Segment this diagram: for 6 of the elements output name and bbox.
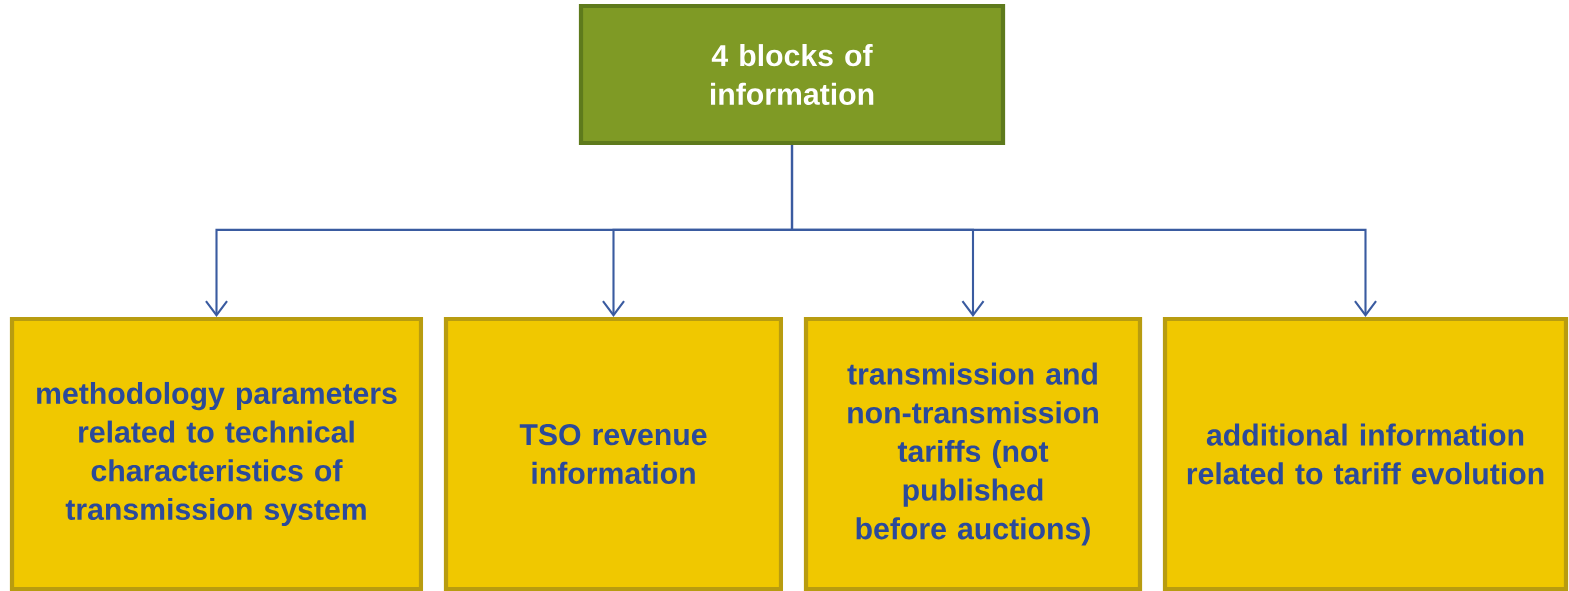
- info-box: additional information related to tariff evolution: [1162, 316, 1569, 591]
- heading-box: 4 blocks of information: [578, 3, 1006, 146]
- info-box: transmission and non-transmission tariffs (not published before auctions): [803, 316, 1143, 591]
- info-box: TSO revenue information: [443, 316, 784, 591]
- info-box: methodology parameters related to technical characteristics of transmission system: [9, 316, 424, 591]
- arrow: [790, 145, 1377, 317]
